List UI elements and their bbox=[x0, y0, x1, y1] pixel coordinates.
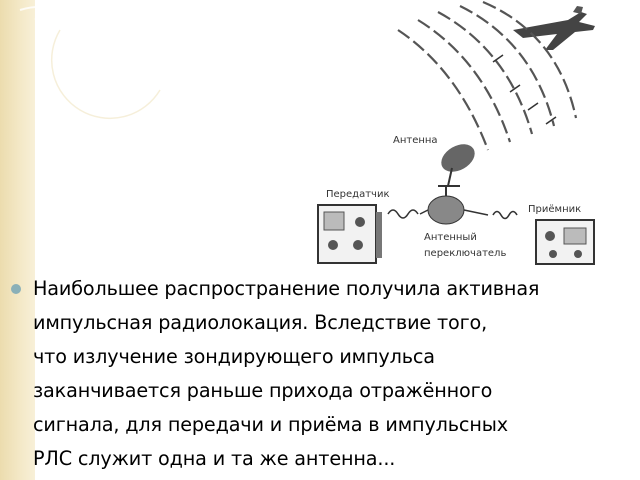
receiver-icon bbox=[535, 219, 595, 265]
text-line-6: РЛС служит одна и та же антенна... bbox=[33, 447, 396, 470]
receiver-label: Приёмник bbox=[528, 204, 581, 215]
decorative-left-strip bbox=[0, 0, 35, 480]
switch-label-line1: Антенный bbox=[424, 232, 477, 243]
body-text: Наибольшее распространение получила акти… bbox=[33, 272, 635, 476]
text-line-2: импульсная радиолокация. Вследствие того… bbox=[33, 311, 488, 334]
text-line-5: сигнала, для передачи и приёма в импульс… bbox=[33, 413, 508, 436]
decorative-arcs bbox=[19, 5, 161, 119]
wave-direction-arrows bbox=[492, 54, 557, 125]
switch-label-line2: переключатель bbox=[424, 248, 506, 259]
text-line-3: что излучение зондирующего импульса bbox=[33, 345, 435, 368]
antenna-icon bbox=[438, 144, 475, 187]
transmitter-icon bbox=[317, 204, 382, 264]
text-line-1: Наибольшее распространение получила акти… bbox=[33, 277, 540, 300]
receive-pulse-icon bbox=[492, 210, 518, 220]
bullet-dot-icon bbox=[11, 284, 21, 294]
text-line-4: заканчивается раньше прихода отражённого bbox=[33, 379, 493, 402]
antenna-switch-icon bbox=[419, 186, 489, 225]
radar-diagram: Антенна Передатчик Приёмник bbox=[288, 0, 620, 268]
antenna-label: Антенна bbox=[393, 135, 438, 146]
transmitter-label: Передатчик bbox=[326, 189, 390, 200]
transmit-pulse-icon bbox=[387, 209, 419, 219]
airplane-icon bbox=[513, 6, 595, 50]
radio-wave-arcs bbox=[397, 0, 578, 151]
